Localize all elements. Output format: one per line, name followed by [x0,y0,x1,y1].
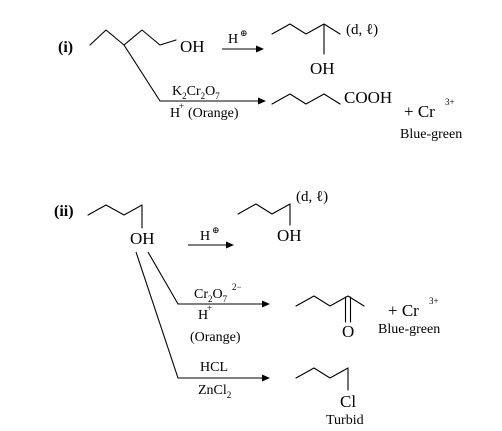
part-ii-oxidant-charge: 2− [232,282,242,292]
part-ii-byproduct: + Cr [388,301,419,320]
part-ii-acid-arrowhead [226,241,234,249]
part-ii-reactant-skeleton [87,204,143,216]
part-i-product2-cooh: COOH [344,88,392,107]
part-i-product1-stereo: (d, ℓ) [346,22,378,38]
part-ii-product3-cl: Cl [340,392,356,411]
part-i-byproduct-color: Blue-green [400,127,462,142]
part-ii-acid-charge: ⊕ [212,225,220,235]
part-ii-byproduct-color: Blue-green [378,322,440,337]
part-ii-product2-skeleton [295,295,365,307]
part-ii-product1-skeleton [237,203,291,215]
part-i-byproduct: + Cr [404,102,435,121]
part-i-product2-skeleton [271,93,341,105]
part-ii-product1-stereo: (d, ℓ) [296,189,328,205]
part-ii-oxidation-path [147,251,262,305]
part-i-product1-oh: OH [310,59,335,78]
part-ii-product2-o: O [342,322,354,341]
part-ii-lucas-path [135,251,262,379]
part-ii-reactant-oh: OH [130,229,155,248]
part-ii-oxidant-acid-sup: + [207,303,212,313]
part-ii-oxidant-color: (Orange) [190,330,241,345]
part-ii-lucas-reagent-1: HCL [200,360,228,375]
part-ii-byproduct-charge: 3+ [429,296,439,306]
part-ii-lucas-arrowhead [262,374,270,382]
part-ii-label: (ii) [54,203,74,220]
part-ii-lucas-reagent-2: ZnCl2 [198,383,231,400]
part-i-oxidation-path [123,44,258,102]
part-i-oxidant-color: (Orange) [188,106,239,121]
part-i-reactant-skeleton [89,29,177,46]
part-ii-product3-skeleton [295,367,349,379]
part-i-acid-reagent: H [228,32,238,47]
part-ii-oxidant-formula: Cr2O7 [194,287,228,304]
part-i-byproduct-charge: 3+ [445,97,455,107]
part-i-oxidation-arrowhead [258,97,266,105]
part-ii-acid-reagent: H [200,229,210,244]
part-ii-oxidant-acid: H [198,308,208,323]
part-i-product1-skeleton [271,23,341,35]
part-i-oxidant-acid-sup: + [179,101,184,111]
part-i-acid-arrowhead [256,45,264,53]
part-ii-product1-oh: OH [277,226,302,245]
part-i-oxidant-formula: K2Cr2O7 [172,84,220,101]
part-ii-product3-note: Turbid [326,413,364,428]
part-i-oxidant-acid: H [170,106,180,121]
part-i-label: (i) [58,39,73,56]
part-i-acid-charge: ⊕ [240,28,248,38]
part-ii-oxidation-arrowhead [262,300,270,308]
part-i-reactant-oh: OH [180,37,205,56]
